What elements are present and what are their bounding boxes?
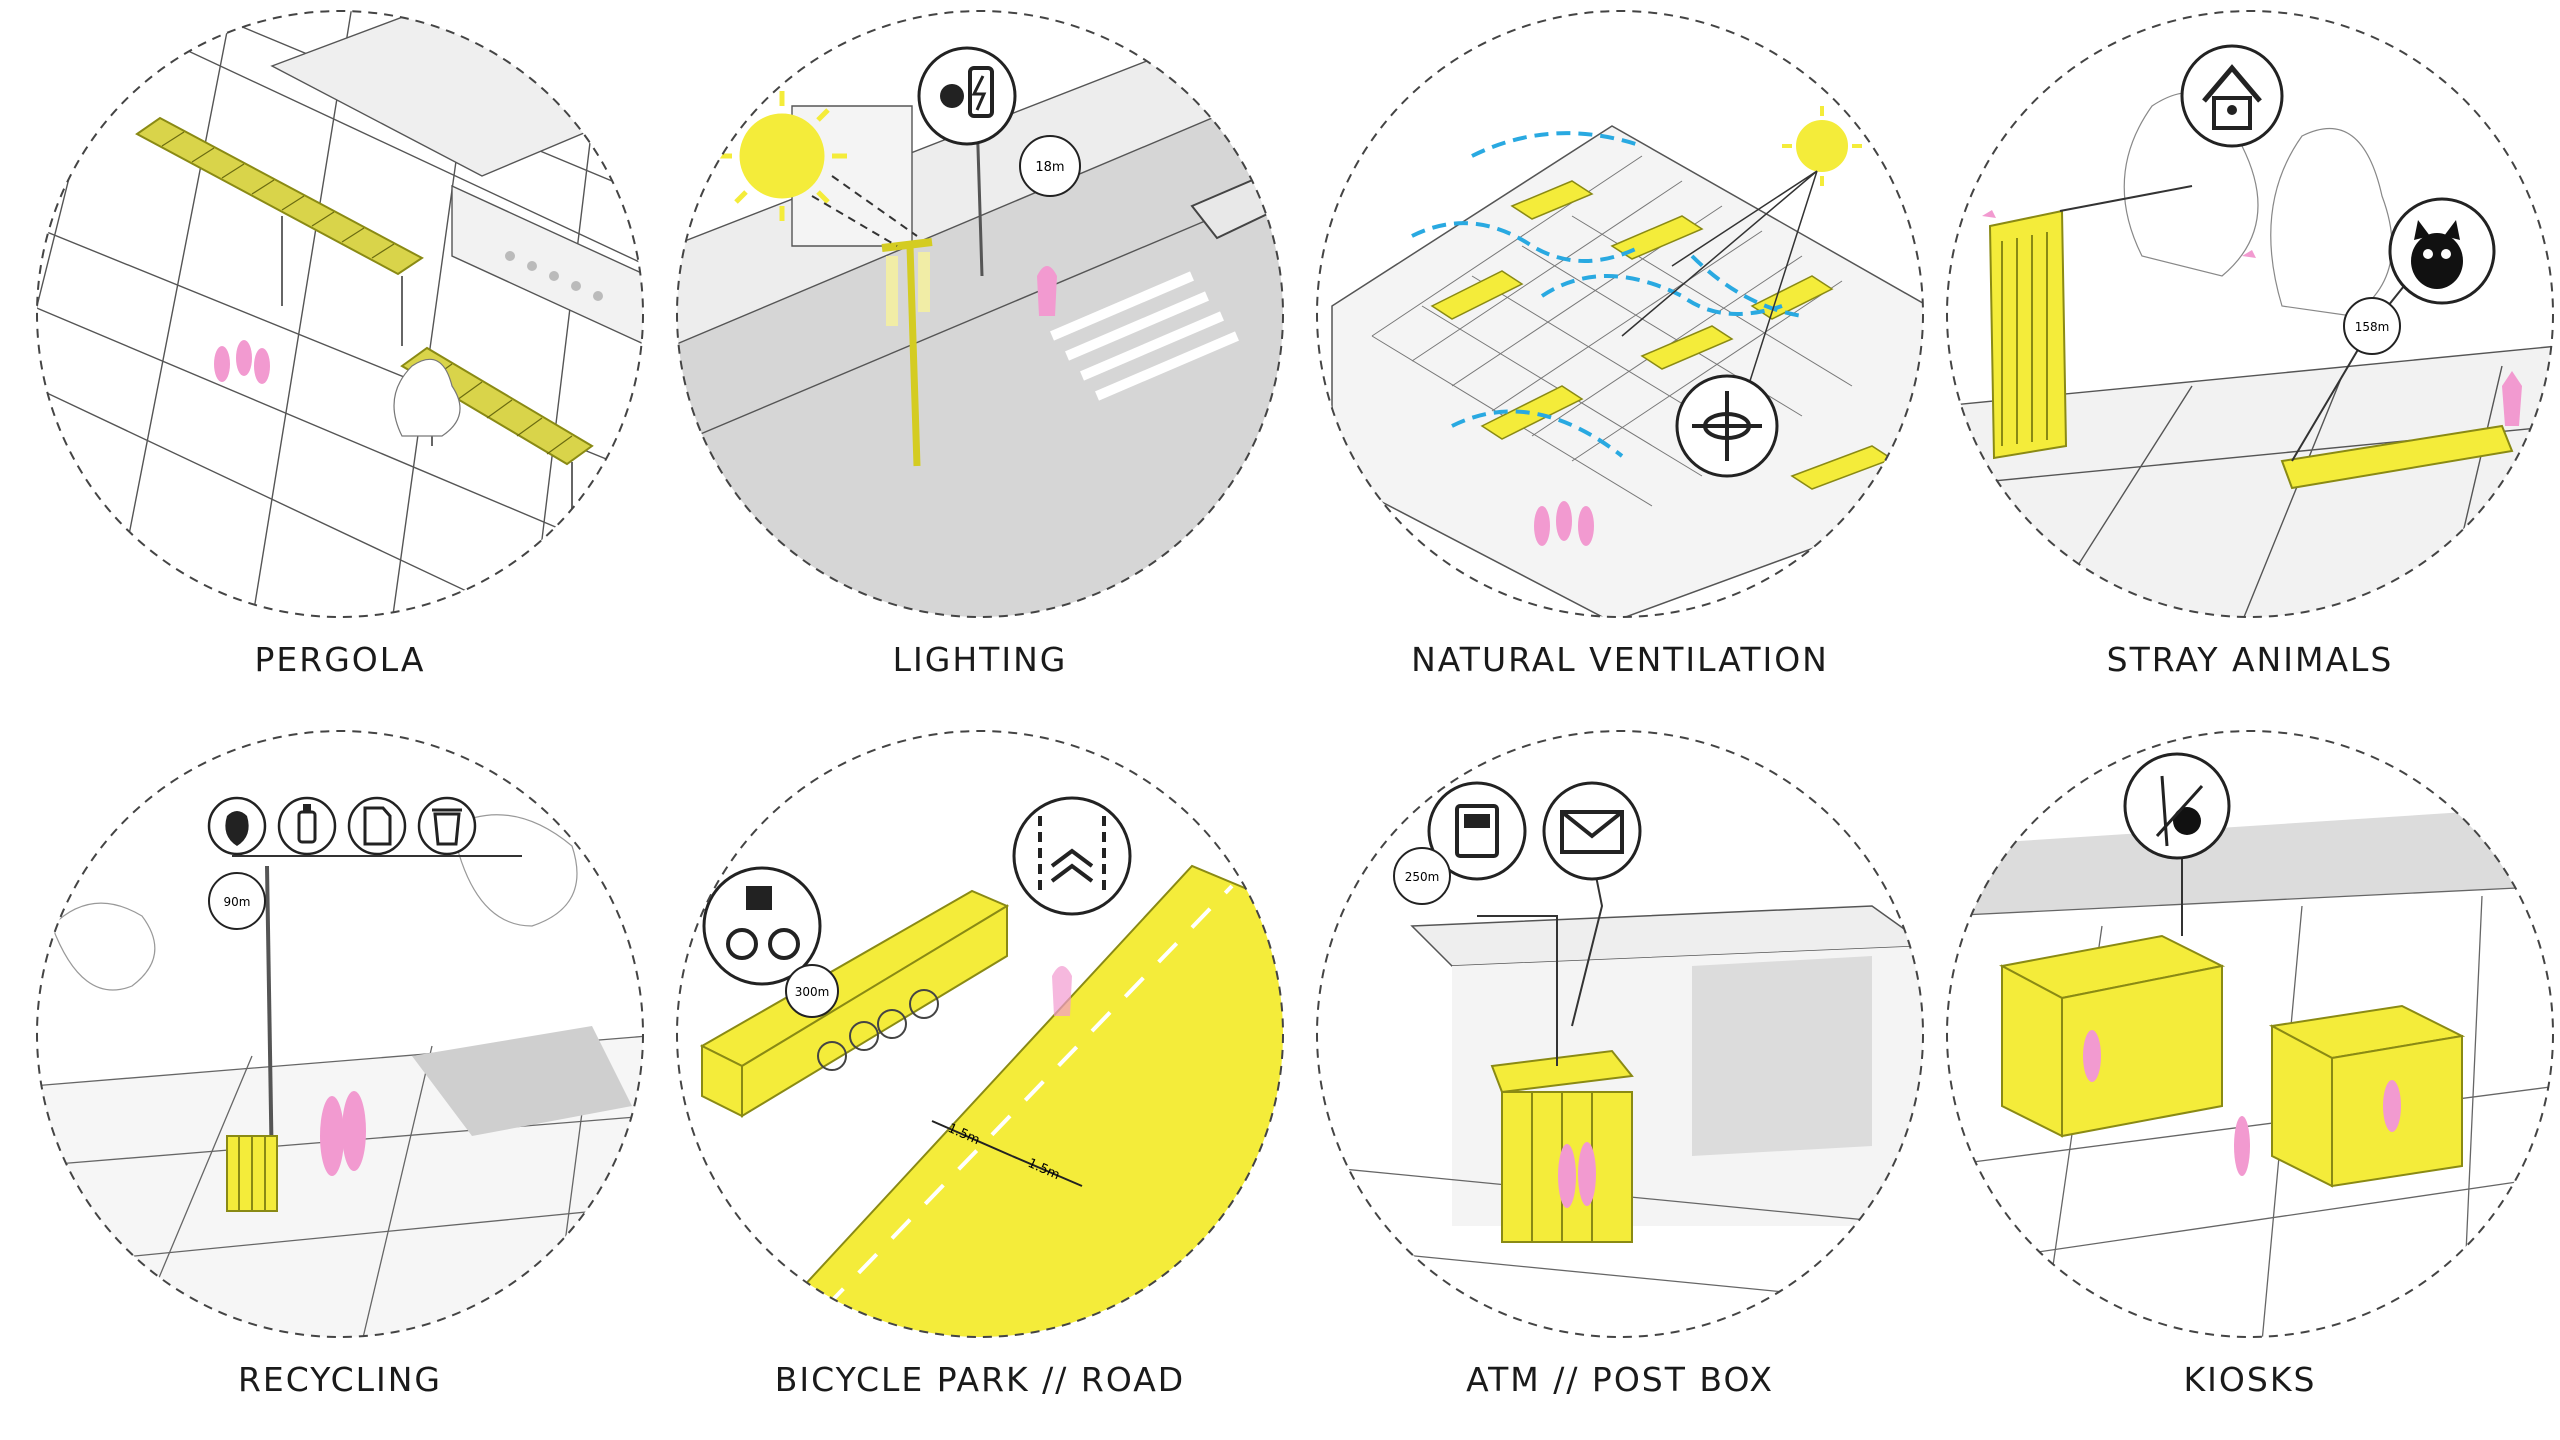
distance-label: 18m	[1035, 160, 1064, 175]
tailor-icon	[2123, 752, 2231, 860]
solar-street-lamp	[881, 238, 933, 467]
panel-kiosks: KIOSKS	[1930, 720, 2560, 1440]
trash-bin-icon	[417, 796, 477, 856]
organic-waste-icon	[207, 796, 267, 856]
panel-atm-postbox: 250m ATM // POST BOX	[1300, 720, 1940, 1440]
solar-battery-icon	[917, 46, 1017, 146]
envelope-icon	[1542, 781, 1642, 881]
airflow-icon	[1675, 374, 1779, 478]
atm-icon	[1427, 781, 1527, 881]
kiosk-1	[1999, 934, 2226, 1138]
distance-label: 300m	[795, 985, 830, 999]
paper-icon	[347, 796, 407, 856]
caption-kiosks: KIOSKS	[2183, 1360, 2317, 1399]
panel-natural-ventilation: NATURAL VENTILATION	[1300, 0, 1940, 720]
kiosk-2	[2268, 1004, 2466, 1188]
bicycle-park-structure	[699, 889, 1010, 1118]
stray-animals-vignette: 158m	[1946, 10, 2554, 618]
bicycle-parking-icon	[702, 866, 822, 986]
ventilation-vignette	[1316, 10, 1924, 618]
caption-bicycle: BICYCLE PARK // ROAD	[774, 1360, 1186, 1399]
panel-stray-animals: 158m STRAY ANIMALS	[1930, 0, 2560, 720]
bike-lane-icon	[1012, 796, 1132, 916]
birdhouse-icon	[2180, 44, 2284, 148]
distance-label: 158m	[2355, 320, 2390, 334]
pedestrians	[214, 340, 270, 384]
caption-atm-postbox: ATM // POST BOX	[1466, 1360, 1774, 1399]
bird-tower	[1988, 209, 2068, 460]
panel-lighting: 18m LIGHTING	[660, 0, 1300, 720]
caption-lighting: LIGHTING	[892, 640, 1068, 679]
kiosks-vignette	[1946, 730, 2554, 1338]
distance-label: 250m	[1405, 870, 1440, 884]
cat-icon	[2388, 197, 2496, 305]
atm-postbox-vignette: 250m	[1316, 730, 1924, 1338]
pergola-vignette	[36, 10, 644, 618]
panel-pergola: PERGOLA	[20, 0, 660, 720]
bottle-icon	[277, 796, 337, 856]
bicycle-vignette: 1.5m 1.5m 300m	[676, 730, 1284, 1338]
caption-stray-animals: STRAY ANIMALS	[2106, 640, 2394, 679]
panel-recycling: 90m RECYCLING	[20, 720, 660, 1440]
distance-label: 90m	[224, 895, 251, 909]
recycling-vignette: 90m	[36, 730, 644, 1338]
caption-natural-ventilation: NATURAL VENTILATION	[1411, 640, 1829, 679]
panel-bicycle: 1.5m 1.5m 300m BICYCLE PARK // ROAD	[660, 720, 1300, 1440]
recycling-bins	[226, 1135, 278, 1212]
lighting-vignette: 18m	[676, 10, 1284, 618]
caption-recycling: RECYCLING	[237, 1360, 442, 1399]
sun-icon	[1782, 106, 1862, 186]
caption-pergola: PERGOLA	[254, 640, 426, 679]
bike-lane	[749, 864, 1283, 1337]
